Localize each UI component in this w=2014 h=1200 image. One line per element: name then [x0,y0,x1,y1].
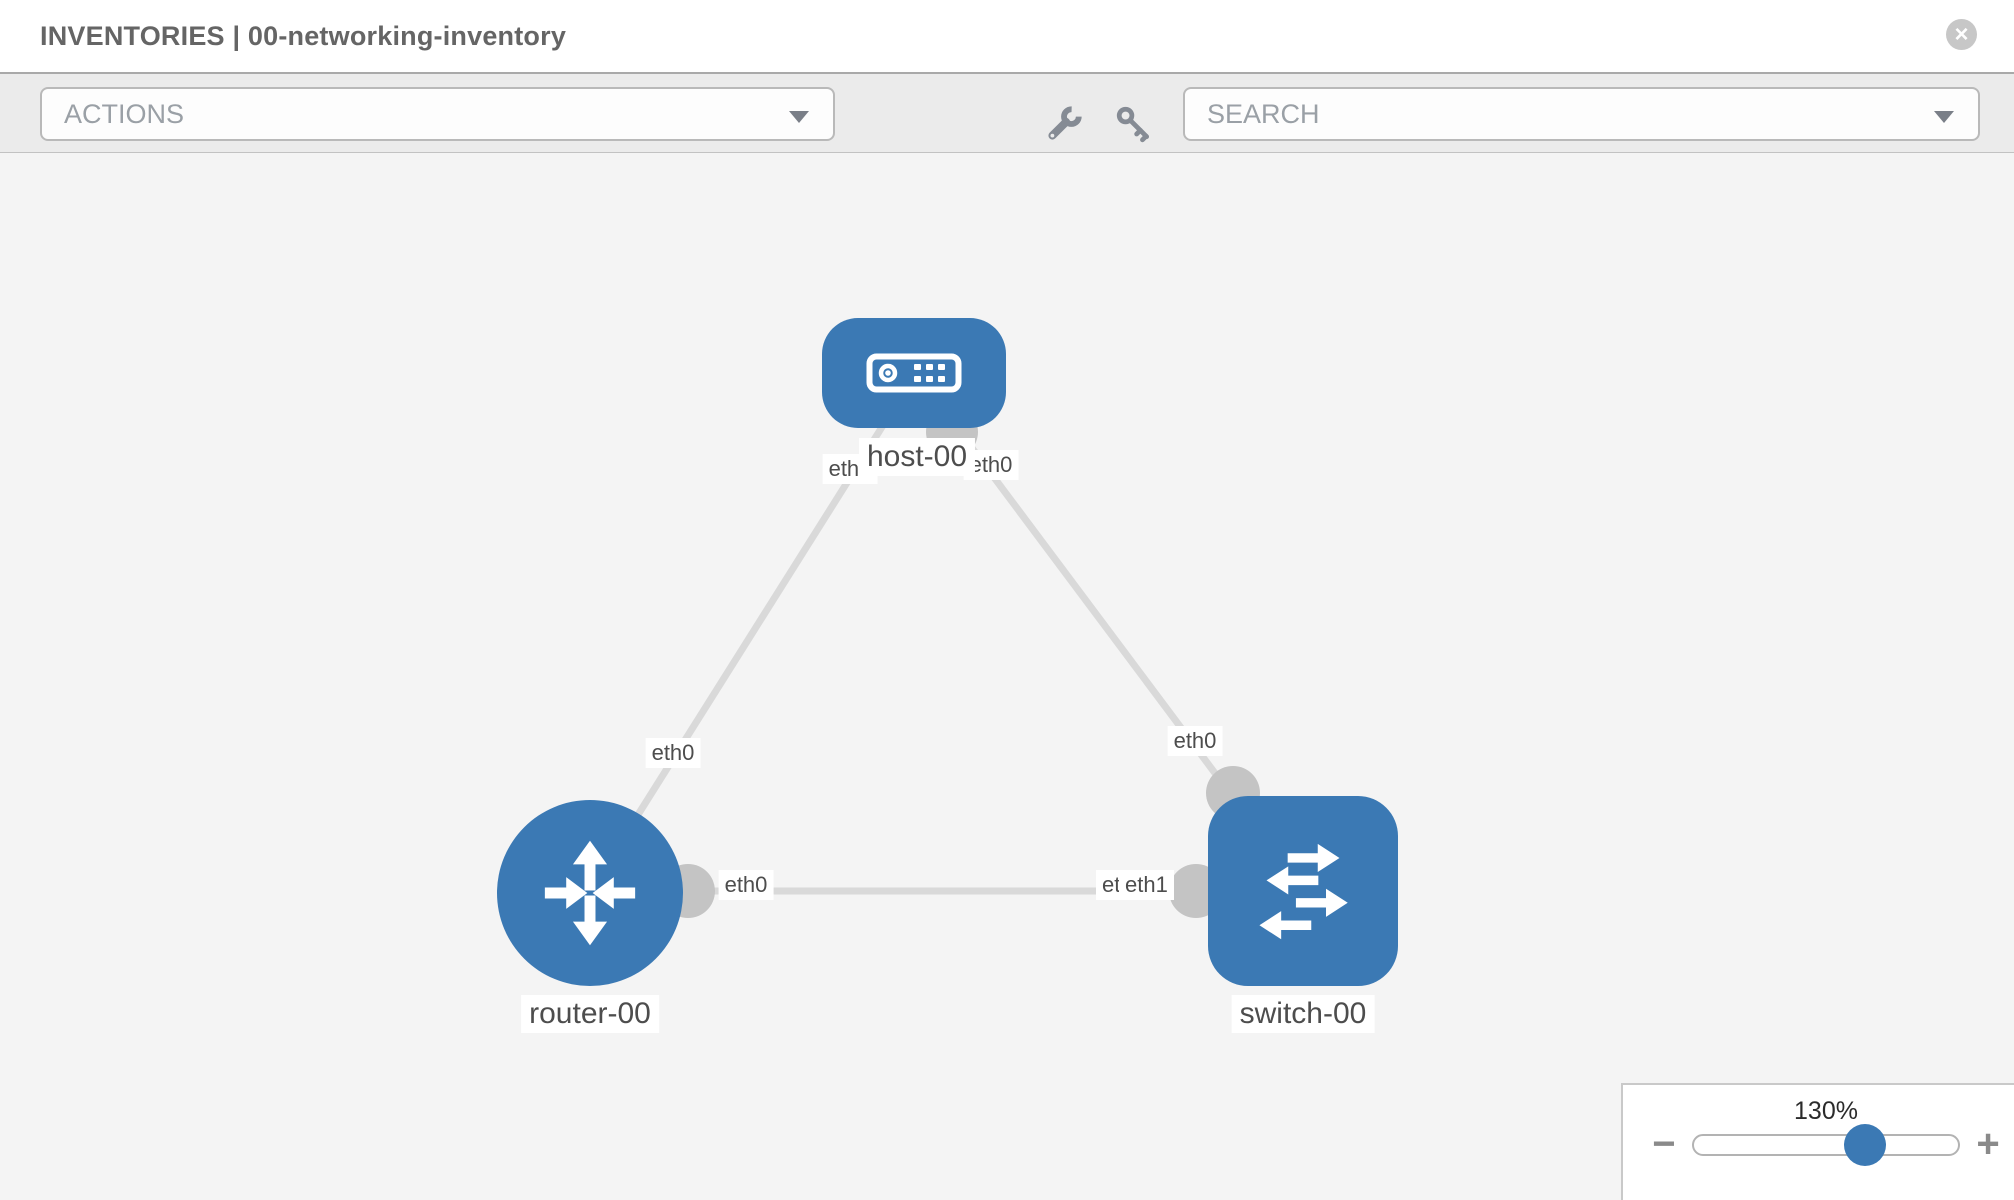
interface-label: eth0 [645,738,701,768]
node-label-host: host-00 [858,438,976,476]
node-label-router: router-00 [521,995,659,1033]
node-label-switch: switch-00 [1231,995,1375,1033]
search-dropdown-label: SEARCH [1207,99,1320,129]
toolbar: ACTIONS SEARCH [0,72,2014,153]
search-dropdown[interactable]: SEARCH [1183,87,1980,141]
zoom-level-label: 130% [1794,1097,1858,1125]
actions-dropdown-label: ACTIONS [64,99,185,129]
zoom-panel: 130% − + [1621,1083,2014,1200]
minus-icon: − [1652,1122,1676,1166]
tools-button[interactable] [1040,100,1088,148]
zoom-out-button[interactable]: − [1644,1122,1684,1166]
zoom-slider-knob[interactable] [1844,1124,1886,1166]
node-switch[interactable] [1208,796,1398,986]
zoom-slider-track[interactable] [1692,1134,1960,1156]
node-host[interactable] [822,318,1006,428]
zoom-in-button[interactable]: + [1968,1122,2008,1166]
close-button[interactable]: × [1946,19,1977,50]
chevron-down-icon [789,111,809,123]
actions-dropdown[interactable]: ACTIONS [40,87,835,141]
router-icon [544,840,636,946]
credentials-button[interactable] [1110,100,1158,148]
plus-icon: + [1976,1122,2000,1166]
interface-label: eth0 [718,870,774,900]
key-icon [1116,106,1150,143]
wrench-icon [1048,106,1082,140]
page-title: INVENTORIES | 00-networking-inventory [40,21,567,51]
host-icon [866,353,962,393]
close-icon: × [1954,20,1969,48]
topology-canvas[interactable]: host-00 router-00 switch-00 eth0 eth0 et… [0,153,2014,1200]
node-router[interactable] [497,800,683,986]
chevron-down-icon [1934,111,1954,123]
interface-label: eth0 [1167,726,1223,756]
switch-icon [1259,843,1348,940]
interface-label: eth1 [1119,870,1174,900]
header: INVENTORIES | 00-networking-inventory × [0,0,2014,72]
